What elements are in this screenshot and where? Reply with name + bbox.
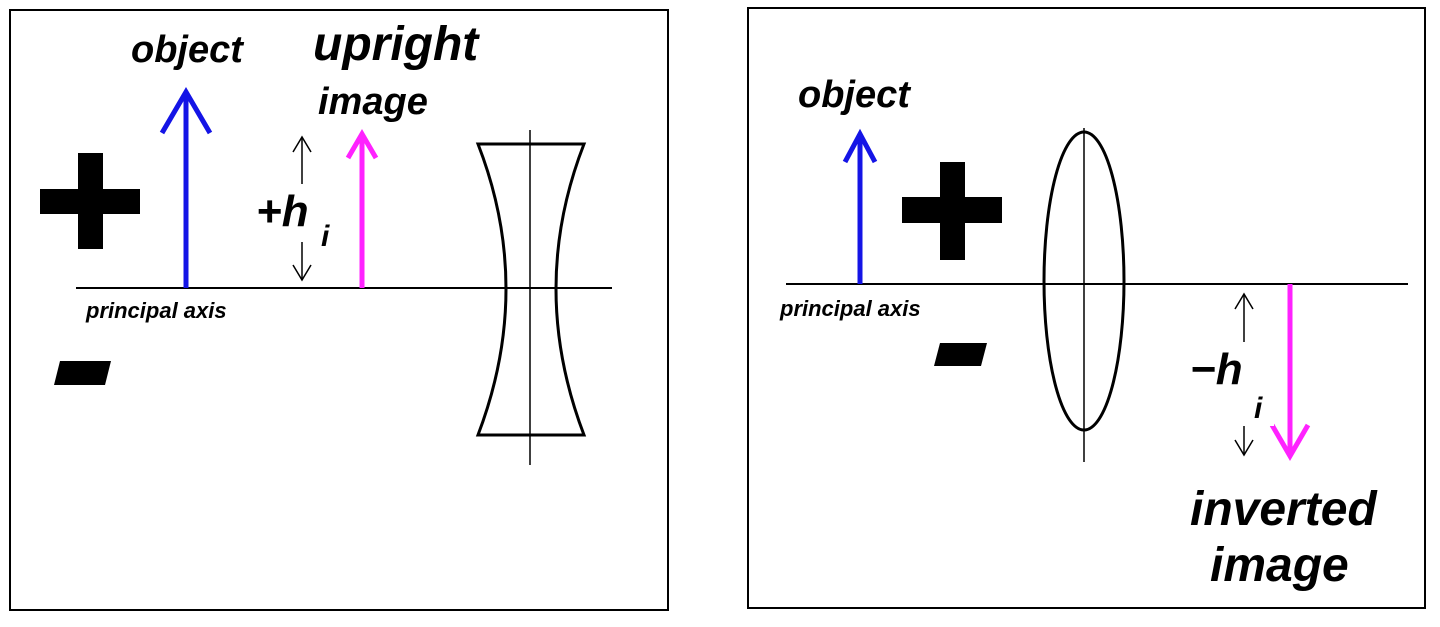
left-diverging-lens	[475, 130, 587, 465]
right-axis-label: principal axis	[779, 296, 921, 321]
left-panel: principal axis object upright image	[9, 9, 669, 611]
left-axis-label: principal axis	[85, 298, 227, 323]
right-image-label-line1: inverted	[1190, 483, 1378, 536]
right-panel: principal axis object	[747, 7, 1426, 609]
right-panel-frame	[747, 7, 1426, 609]
right-height-subscript: i	[1254, 392, 1263, 425]
right-image-label-line2: image	[1210, 539, 1349, 592]
right-image-arrow	[1269, 284, 1311, 461]
left-object-label: object	[131, 29, 244, 71]
right-object-label: object	[798, 74, 911, 116]
left-panel-frame	[9, 9, 669, 611]
right-plus-sign	[902, 162, 1002, 260]
left-image-label-line2: image	[318, 81, 428, 123]
right-minus-sign	[934, 343, 987, 366]
left-plus-sign	[40, 153, 140, 249]
right-height-label: −h	[1190, 345, 1243, 394]
left-height-subscript: i	[321, 220, 330, 253]
left-minus-sign	[54, 361, 111, 385]
left-object-arrow	[159, 87, 213, 288]
left-image-label-line1: upright	[313, 18, 480, 71]
left-image-arrow	[345, 129, 379, 288]
right-object-arrow	[842, 128, 878, 284]
left-height-label: +h	[256, 187, 309, 236]
right-converging-lens	[1042, 128, 1126, 462]
